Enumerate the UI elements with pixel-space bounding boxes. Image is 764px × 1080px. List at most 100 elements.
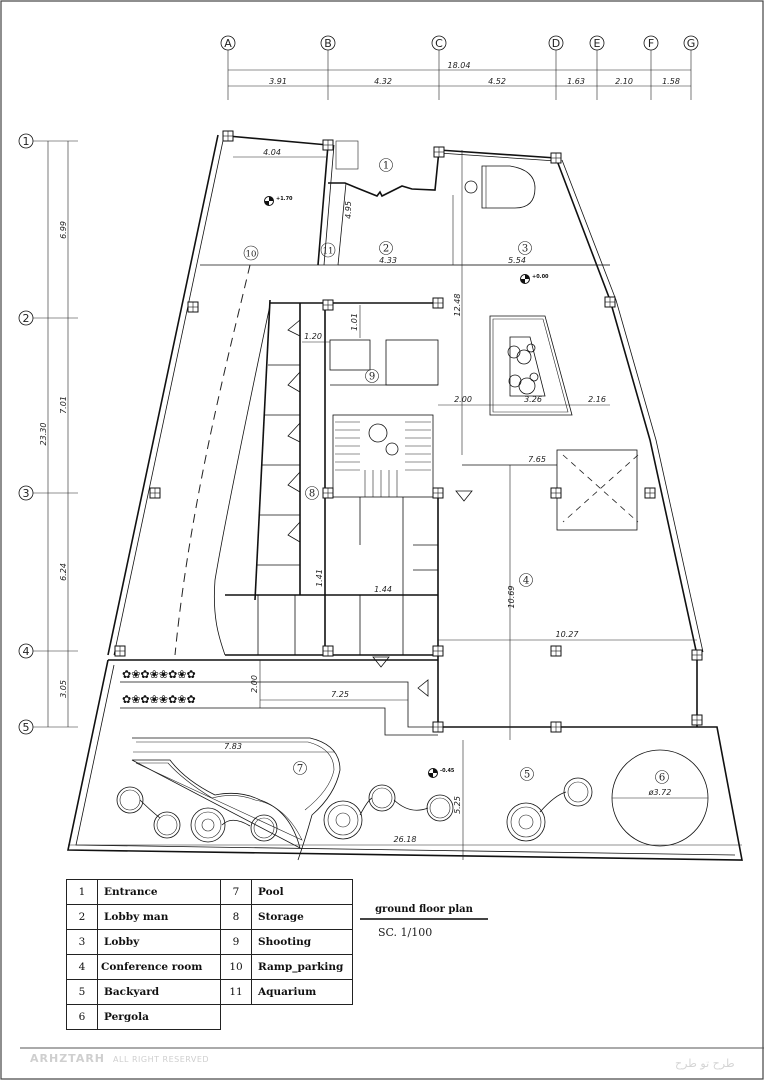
stairs-icon bbox=[335, 421, 431, 497]
grid-label-2: 2 bbox=[23, 312, 30, 325]
legend-row: 6 Pergola bbox=[66, 1004, 353, 1030]
dim-storage-width: 1.44 bbox=[374, 585, 392, 594]
level-marker-lobby: +0.00 bbox=[520, 274, 549, 284]
watermark-logo: ARHZTARH ALL RIGHT RESERVED bbox=[30, 1052, 209, 1065]
legend-number: 11 bbox=[220, 979, 252, 1005]
room-tag-label: 6 bbox=[659, 773, 665, 784]
top-grid-axes: A B C D E F G 18.04 3.91 4.32 4.52 1.63 … bbox=[220, 35, 699, 100]
lobby-planter bbox=[489, 315, 573, 416]
dim-conference-width: 10.27 bbox=[556, 630, 580, 639]
dim-elevator-span: 7.65 bbox=[528, 455, 546, 464]
room-legend-table: 1 Entrance 7 Pool 2 Lobby man 8 Storage … bbox=[66, 879, 353, 1030]
grid-axis-a: A bbox=[220, 35, 236, 100]
room-tag-label: 10 bbox=[246, 250, 257, 260]
grand-piano-icon bbox=[464, 165, 536, 209]
watermark-rights: ALL RIGHT RESERVED bbox=[113, 1055, 210, 1064]
dim-lobby-gap: 2.00 bbox=[454, 395, 472, 404]
core-storage-area bbox=[225, 299, 439, 656]
dim-conference-height: 10.69 bbox=[507, 586, 516, 609]
legend-label: Entrance bbox=[97, 879, 221, 905]
grid-axis-1: 1 bbox=[18, 133, 78, 149]
grid-label-3: 3 bbox=[23, 487, 30, 500]
dim-1-2: 6.99 bbox=[59, 221, 68, 239]
grid-axis-4: 4 bbox=[18, 643, 78, 659]
watermark-brand: ARHZTARH bbox=[30, 1052, 106, 1065]
room-tags: 1 2 3 4 5 6 7 8 9 10 11 bbox=[243, 158, 669, 784]
interior-dimensions: 4.04 4.95 4.33 5.54 12.48 1.20 1.01 2.00… bbox=[224, 148, 671, 844]
room-tag-11: 11 bbox=[320, 242, 336, 258]
dim-lobby-height: 12.48 bbox=[453, 294, 462, 317]
legend-label: Lobby bbox=[97, 929, 221, 955]
building-walls bbox=[107, 134, 704, 727]
grid-label-b: B bbox=[324, 37, 332, 50]
legend-label: Pergola bbox=[97, 1004, 221, 1030]
dim-c-d: 4.52 bbox=[488, 77, 506, 86]
grid-axis-5: 5 bbox=[18, 719, 78, 735]
grid-label-d: D bbox=[552, 37, 560, 50]
grid-axis-2: 2 bbox=[18, 310, 78, 326]
dim-terrace-length: 7.25 bbox=[331, 690, 349, 699]
garden-circles bbox=[116, 749, 709, 847]
dim-storage-depth: 1.41 bbox=[315, 569, 324, 587]
drawing-title: ground floor plan bbox=[360, 904, 488, 920]
room-tag-label: 8 bbox=[309, 489, 315, 500]
grid-label-f: F bbox=[648, 37, 654, 50]
left-total-dimension: 23.30 bbox=[39, 423, 48, 446]
dim-pool-length: 7.83 bbox=[224, 742, 242, 751]
structural-columns bbox=[114, 130, 703, 733]
legend-number: 2 bbox=[66, 904, 98, 930]
legend-empty-cell bbox=[221, 1005, 252, 1030]
watermark-persian: طرح تو طرح bbox=[675, 1057, 735, 1070]
legend-number: 5 bbox=[66, 979, 98, 1005]
grid-axis-b: B bbox=[320, 35, 336, 100]
room-tag-7: 7 bbox=[293, 761, 307, 775]
tree-icon bbox=[368, 423, 388, 443]
dim-3-4: 6.24 bbox=[59, 563, 68, 581]
ramp-curb bbox=[213, 304, 271, 656]
grid-label-e: E bbox=[594, 37, 601, 50]
legend-row: 3 Lobby 9 Shooting bbox=[66, 929, 353, 955]
legend-label: Conference room bbox=[97, 954, 221, 980]
legend-label: Pool bbox=[251, 879, 353, 905]
room-tag-2: 2 bbox=[379, 241, 393, 255]
room-tag-label: 3 bbox=[522, 244, 528, 255]
grid-axis-c: C bbox=[431, 35, 447, 100]
room-tag-9: 9 bbox=[365, 369, 379, 383]
legend-label: Ramp_parking bbox=[251, 954, 353, 980]
tree-icon bbox=[385, 442, 399, 456]
legend-number: 3 bbox=[66, 929, 98, 955]
dim-corridor-width: 1.20 bbox=[304, 332, 322, 341]
dim-d-e: 1.63 bbox=[567, 77, 585, 86]
entry-arrow-icon bbox=[455, 490, 473, 502]
dim-b-c: 4.32 bbox=[374, 77, 392, 86]
room-tag-label: 9 bbox=[369, 372, 375, 383]
grid-axis-3: 3 bbox=[18, 485, 78, 501]
legend-row: 4 Conference room 10 Ramp_parking bbox=[66, 954, 353, 980]
dim-ramp-top: 4.04 bbox=[263, 148, 281, 157]
top-total-dimension: 18.04 bbox=[448, 61, 471, 70]
legend-row: 1 Entrance 7 Pool bbox=[66, 879, 353, 905]
grid-axis-g: G bbox=[683, 35, 699, 100]
legend-number: 6 bbox=[66, 1004, 98, 1030]
pool-outline bbox=[131, 737, 341, 861]
grid-axis-f: F bbox=[643, 35, 659, 100]
grid-label-g: G bbox=[687, 37, 696, 50]
room-tag-6: 6 bbox=[655, 770, 669, 784]
legend-label: Backyard bbox=[97, 979, 221, 1005]
legend-label: Lobby man bbox=[97, 904, 221, 930]
dim-pergola-diameter: ø3.72 bbox=[648, 788, 672, 797]
dim-lobby-man-width: 4.33 bbox=[379, 256, 397, 265]
room-tag-label: 2 bbox=[383, 244, 389, 255]
entry-arrow-icon bbox=[417, 679, 429, 697]
dim-planting-depth: 2.00 bbox=[250, 675, 259, 693]
grid-axis-e: E bbox=[589, 35, 605, 100]
level-value-ramp: +1.70 bbox=[276, 196, 293, 202]
room-tag-label: 5 bbox=[524, 770, 530, 781]
room-tag-5: 5 bbox=[520, 767, 534, 781]
room-tag-10: 10 bbox=[243, 245, 259, 261]
room-tag-label: 1 bbox=[383, 161, 389, 172]
legend-number: 8 bbox=[220, 904, 252, 930]
room-tag-label: 11 bbox=[323, 247, 334, 257]
left-grid-axes: 1 2 3 4 5 23.30 6.99 7.01 6.24 3.05 bbox=[18, 133, 78, 735]
